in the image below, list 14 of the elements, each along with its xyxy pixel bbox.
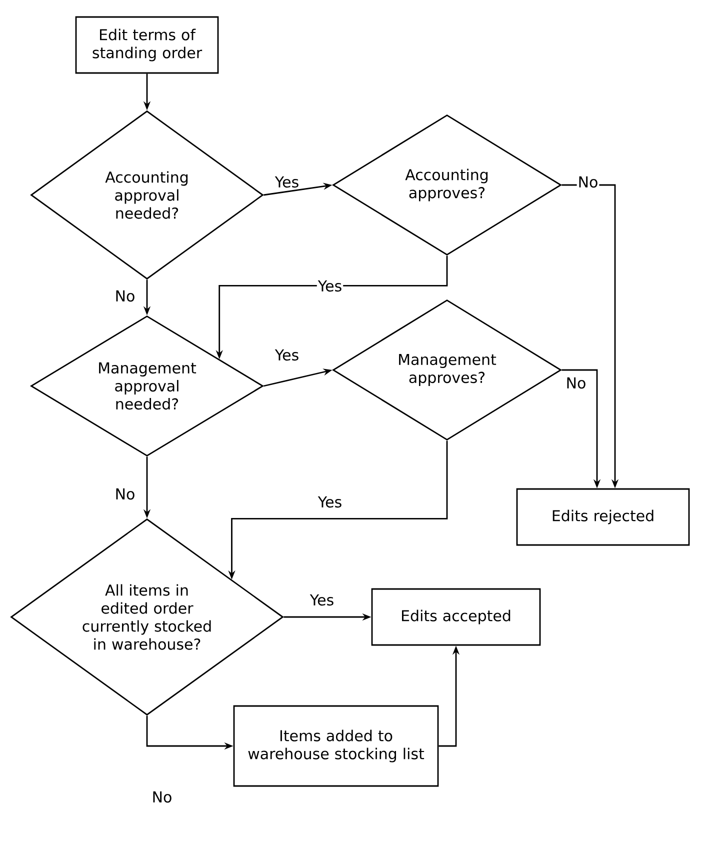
edge-label: No (114, 289, 136, 303)
edge-label: No (150, 790, 174, 804)
edge-label: Yes (308, 593, 336, 607)
process-box: Items added to warehouse stocking list (233, 705, 439, 787)
edge-label: No (114, 487, 136, 501)
edge-label: Yes (316, 279, 344, 293)
process-box: Edits rejected (516, 488, 690, 546)
process-box: Edits accepted (371, 588, 541, 646)
edge-label: Yes (274, 175, 300, 189)
edge-label: Yes (274, 348, 300, 362)
process-box: Edit terms of standing order (75, 16, 219, 74)
edge-label: No (564, 376, 588, 390)
edge-label: No (576, 175, 600, 189)
edge-label: Yes (316, 495, 344, 509)
